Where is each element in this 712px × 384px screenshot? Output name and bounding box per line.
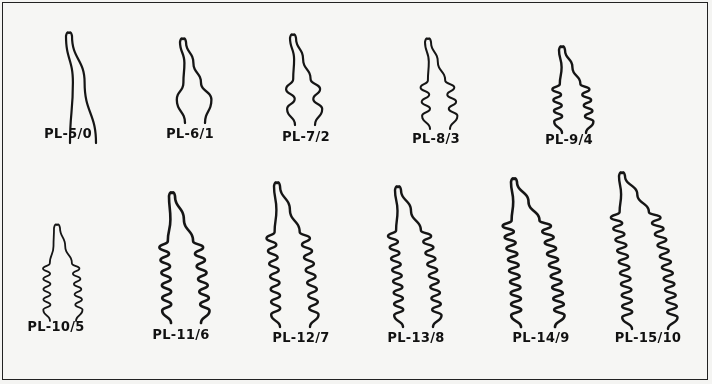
- stage-label-pl-14-9: PL-14/9: [512, 331, 569, 346]
- stage-label-pl-11-6: PL-11/6: [152, 328, 209, 343]
- stage-label-pl-12-7: PL-12/7: [272, 331, 329, 346]
- pleopod-drawing-7: [159, 192, 209, 323]
- stage-label-pl-9-4: PL-9/4: [545, 133, 593, 148]
- figure-frame: PL-5/0 PL-6/1 PL-7/2 PL-8/3 PL-9/4 PL-10…: [2, 2, 708, 380]
- stage-label-pl-13-8: PL-13/8: [387, 331, 444, 346]
- stage-label-pl-5-0: PL-5/0: [44, 127, 92, 142]
- pleopod-drawing-4: [421, 38, 458, 129]
- pleopod-drawing-11: [611, 172, 678, 329]
- stage-label-pl-7-2: PL-7/2: [282, 130, 330, 145]
- figure-drawings: [3, 3, 709, 381]
- stage-label-pl-10-5: PL-10/5: [27, 320, 84, 335]
- stage-label-pl-15-10: PL-15/10: [615, 331, 682, 346]
- pleopod-drawing-9: [388, 186, 442, 327]
- pleopod-drawing-10: [503, 178, 565, 327]
- pleopod-drawing-5: [552, 46, 593, 133]
- pleopod-drawing-2: [177, 38, 212, 123]
- pleopod-drawing-8: [267, 182, 319, 327]
- pleopod-drawing-6: [43, 224, 83, 321]
- stage-label-pl-8-3: PL-8/3: [412, 132, 460, 147]
- stage-label-pl-6-1: PL-6/1: [166, 127, 214, 142]
- pleopod-drawing-3: [286, 34, 322, 125]
